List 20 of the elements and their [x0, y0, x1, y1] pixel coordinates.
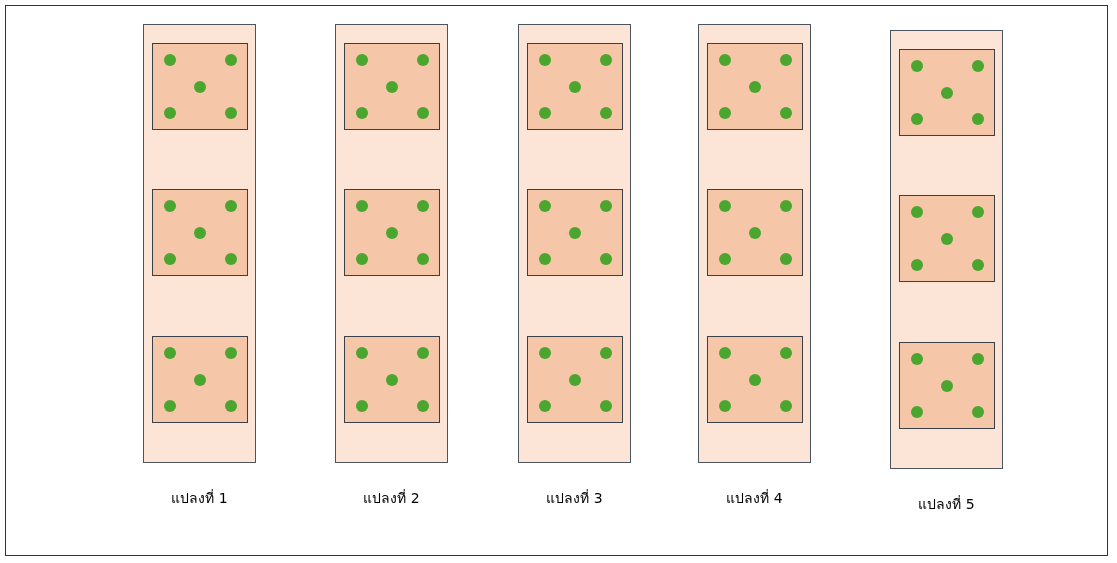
plot-label: แปลงที่ 5 — [917, 494, 976, 514]
subplot-box — [899, 49, 995, 136]
plot-label: แปลงที่ 2 — [362, 488, 421, 508]
subplot-box — [344, 189, 440, 276]
plot-label: แปลงที่ 3 — [545, 488, 604, 508]
subplot-box — [899, 342, 995, 429]
subplot-box — [707, 336, 803, 423]
subplot-box — [527, 189, 623, 276]
subplot-box — [152, 189, 248, 276]
subplot-box — [527, 336, 623, 423]
subplot-box — [527, 43, 623, 130]
subplot-box — [152, 336, 248, 423]
subplot-box — [707, 189, 803, 276]
subplot-box — [899, 195, 995, 282]
subplot-box — [707, 43, 803, 130]
plot-label: แปลงที่ 4 — [725, 488, 784, 508]
subplot-box — [344, 336, 440, 423]
subplot-box — [152, 43, 248, 130]
subplot-box — [344, 43, 440, 130]
plot-label: แปลงที่ 1 — [170, 488, 229, 508]
